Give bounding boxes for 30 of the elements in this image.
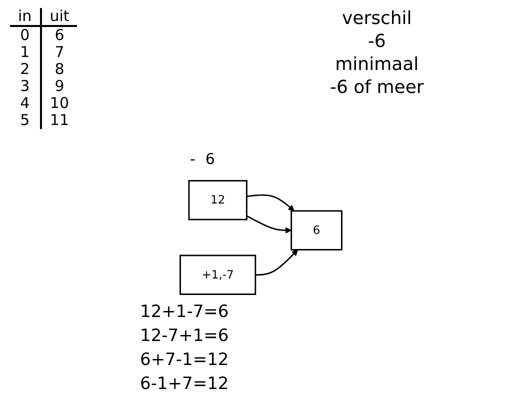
column-header: in [10, 8, 41, 26]
note-text: -6 of meer [330, 77, 424, 98]
note-text: verschil [341, 8, 413, 29]
arrow [246, 194, 294, 212]
table-cell: 3 [10, 78, 41, 95]
node-box: 6 [290, 210, 342, 250]
table-cell: 5 [10, 112, 41, 129]
table-cell: 8 [40, 61, 78, 78]
node-box: +1,-7 [180, 254, 256, 295]
equation: 6+7-1=12 [140, 349, 229, 372]
note-text: minimaal [334, 54, 420, 75]
table-cell: 1 [10, 44, 41, 61]
arrow [246, 215, 292, 234]
arrow [255, 249, 298, 276]
equation: 12+1-7=6 [140, 301, 229, 324]
line-annotation: 6 [205, 150, 215, 168]
line-annotation: - [190, 150, 196, 168]
table-cell: 0 [10, 26, 41, 44]
table-cell: 7 [40, 44, 78, 61]
table-cell: 9 [40, 78, 78, 95]
column-header: uit [40, 8, 78, 26]
note-text: -6 [366, 31, 387, 52]
table-cell: 11 [40, 112, 78, 129]
table-cell: 10 [40, 95, 78, 112]
node-box: 12 [188, 180, 248, 220]
table-cell: 6 [40, 26, 78, 44]
equation: 6-1+7=12 [140, 373, 229, 396]
table-cell: 2 [10, 61, 41, 78]
equation: 12-7+1=6 [140, 325, 229, 348]
table-cell: 4 [10, 95, 41, 112]
